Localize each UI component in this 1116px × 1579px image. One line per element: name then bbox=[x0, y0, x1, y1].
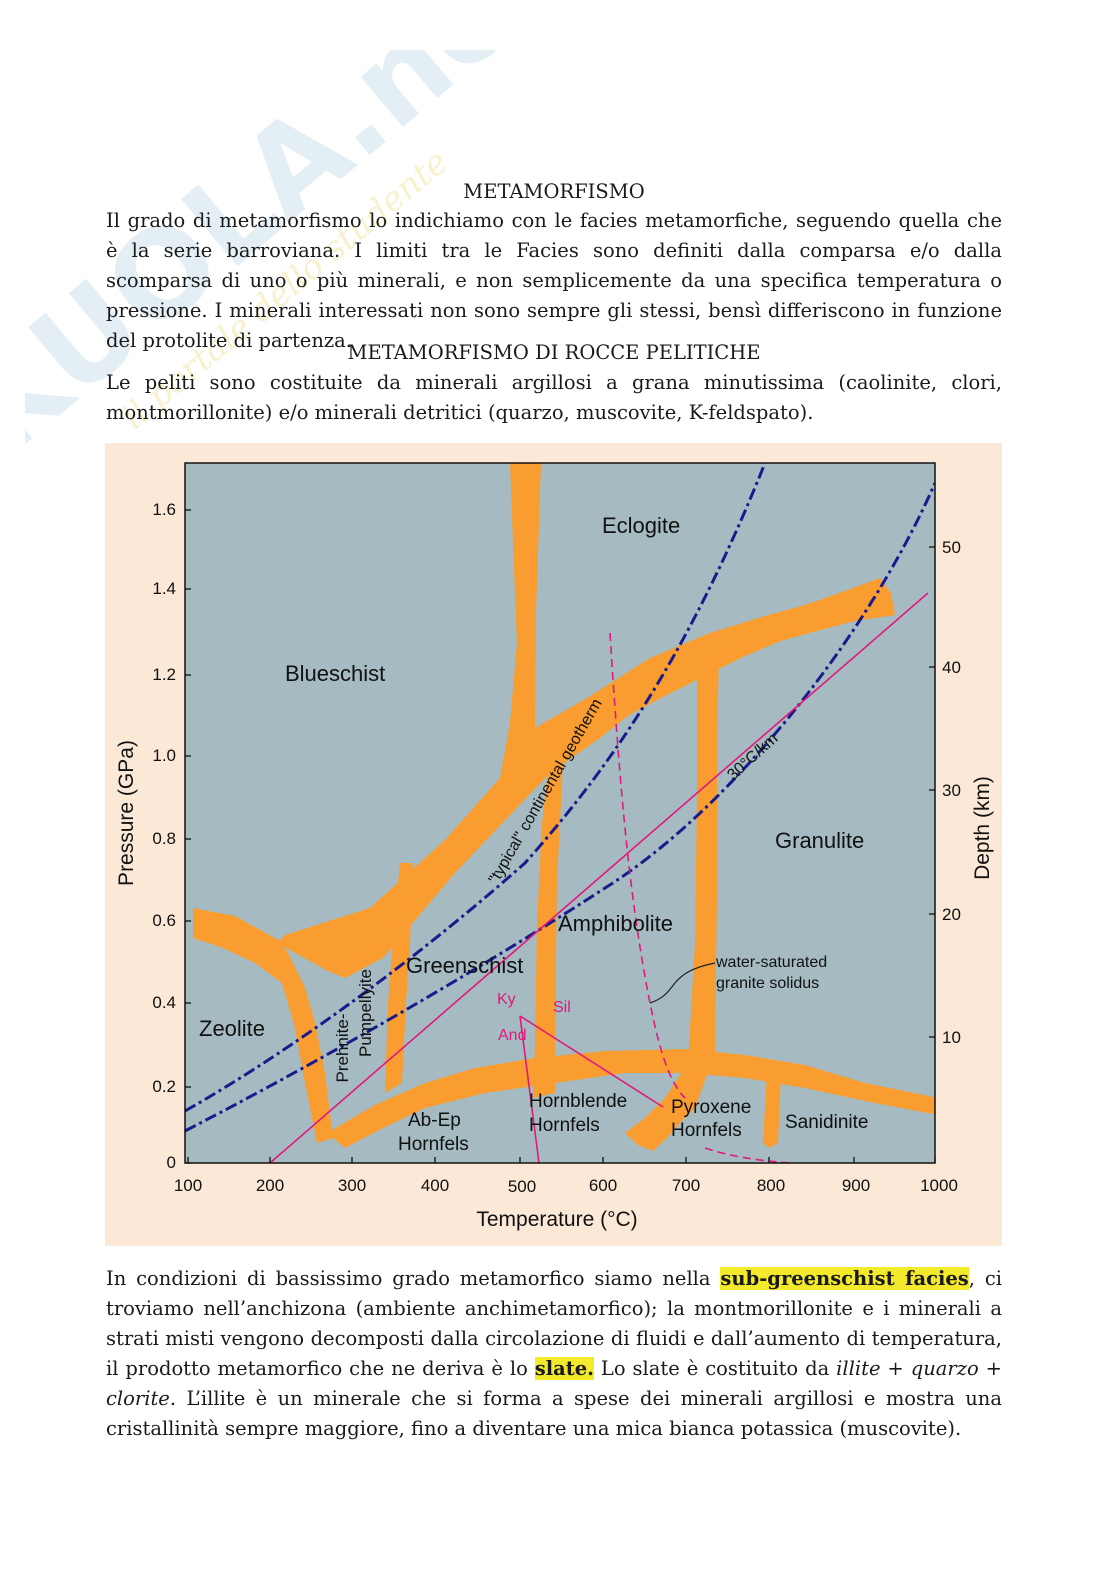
label-zeolite: Zeolite bbox=[199, 1016, 265, 1041]
label-sanidinite: Sanidinite bbox=[785, 1112, 868, 1133]
label-granulite: Granulite bbox=[775, 828, 864, 853]
label-hbl-1: Hornblende bbox=[529, 1091, 627, 1112]
band-greenschist-amphibolite bbox=[533, 723, 565, 1098]
ytick-7: 1.4 bbox=[152, 579, 176, 598]
sil-line bbox=[519, 1015, 664, 1108]
label-and: And bbox=[498, 1027, 526, 1044]
pelites-paragraph: Le peliti sono costituite da minerali ar… bbox=[106, 371, 1002, 424]
ytick-3: 0.6 bbox=[152, 911, 176, 930]
xtick-0: 100 bbox=[174, 1176, 202, 1195]
label-hbl-2: Hornfels bbox=[529, 1115, 600, 1136]
label-amphibolite: Amphibolite bbox=[558, 911, 673, 936]
label-abep-2: Hornfels bbox=[398, 1134, 469, 1155]
ytick-2: 0.4 bbox=[152, 993, 176, 1012]
y2tick-0: 10 bbox=[942, 1028, 961, 1047]
ytick-5: 1.0 bbox=[152, 746, 176, 765]
gradient-30-line bbox=[185, 482, 935, 1133]
solidus-label-1: water-saturated bbox=[715, 954, 827, 971]
xtick-8: 900 bbox=[842, 1176, 870, 1195]
label-ky: Ky bbox=[497, 991, 516, 1008]
xtick-4: 500 bbox=[508, 1177, 536, 1196]
plot-frame bbox=[184, 462, 936, 1164]
facies-diagram: 0 0.2 0.4 0.6 0.8 1.0 1.2 1.4 1.6 10 20 … bbox=[105, 443, 1002, 1246]
p3-text-1: In condizioni di bassissimo grado metamo… bbox=[106, 1267, 721, 1290]
x-tick-marks bbox=[187, 1157, 936, 1163]
label-abep-1: Ab-Ep bbox=[408, 1110, 461, 1131]
p3-text-4: L’illite è un minerale che si forma a sp… bbox=[106, 1387, 1002, 1440]
y2-tick-labels: 10 20 30 40 50 bbox=[942, 538, 961, 1047]
mineral-lines bbox=[269, 592, 929, 1164]
section-subtitle: METAMORFISMO DI ROCCE PELITICHE bbox=[347, 341, 761, 364]
geotherm-lines bbox=[185, 463, 935, 1133]
mineral-labels: Ky Sil And bbox=[497, 991, 571, 1044]
xtick-2: 300 bbox=[338, 1176, 366, 1195]
y2tick-1: 20 bbox=[942, 905, 961, 924]
prehnite-label: Prehnite- Pumpellyite bbox=[333, 969, 375, 1082]
facies-bands bbox=[193, 463, 935, 1151]
y2tick-4: 50 bbox=[942, 538, 961, 557]
label-px-1: Pyroxene bbox=[671, 1097, 751, 1118]
xtick-7: 800 bbox=[757, 1176, 785, 1195]
y-tick-labels: 0 0.2 0.4 0.6 0.8 1.0 1.2 1.4 1.6 bbox=[152, 500, 176, 1172]
solidus-arrow bbox=[649, 962, 716, 1004]
xtick-5: 600 bbox=[589, 1176, 617, 1195]
facies-labels: Eclogite Blueschist Granulite Amphibolit… bbox=[199, 513, 864, 1041]
label-greenschist: Greenschist bbox=[406, 953, 523, 978]
label-prehnite-1: Prehnite- bbox=[333, 1014, 352, 1083]
y2tick-2: 30 bbox=[942, 781, 961, 800]
intro-paragraph: Il grado di metamorfismo lo indichiamo c… bbox=[106, 209, 1002, 352]
solidus-label-2: granite solidus bbox=[716, 975, 819, 992]
xtick-3: 400 bbox=[421, 1176, 449, 1195]
gradient-line bbox=[269, 592, 929, 1164]
ytick-1: 0.2 bbox=[152, 1077, 176, 1096]
xtick-6: 700 bbox=[672, 1176, 700, 1195]
page-title: METAMORFISMO bbox=[463, 180, 645, 203]
x-tick-labels: 100 200 300 400 500 600 700 800 900 1000 bbox=[174, 1176, 958, 1196]
band-amphibolite-granulite bbox=[625, 656, 719, 1151]
slate-composition: illite + quarzo + clorite. bbox=[106, 1357, 1002, 1410]
y2tick-3: 40 bbox=[942, 658, 961, 677]
band-hornfels bbox=[327, 1049, 935, 1148]
continental-geotherm-line bbox=[185, 463, 767, 1113]
body-paragraph: In condizioni di bassissimo grado metamo… bbox=[106, 1264, 1002, 1444]
solidus-line bbox=[609, 632, 686, 1099]
label-eclogite: Eclogite bbox=[602, 513, 680, 538]
band-eclogite-blueschist bbox=[277, 463, 895, 978]
xtick-9: 1000 bbox=[920, 1176, 958, 1195]
label-sil: Sil bbox=[553, 999, 571, 1016]
hornfels-labels: Ab-Ep Hornfels Hornblende Hornfels Pyrox… bbox=[398, 1091, 868, 1155]
label-prehnite-2: Pumpellyite bbox=[356, 969, 375, 1057]
ytick-4: 0.8 bbox=[152, 829, 176, 848]
ytick-0: 0 bbox=[167, 1153, 176, 1172]
band-pyroxene-sanidinite bbox=[763, 1073, 781, 1148]
label-px-2: Hornfels bbox=[671, 1120, 742, 1141]
xtick-1: 200 bbox=[256, 1176, 284, 1195]
slate-term: slate. bbox=[534, 1357, 594, 1380]
p3-text-3: Lo slate è costituito da bbox=[593, 1357, 837, 1380]
x-axis-label: Temperature (°C) bbox=[476, 1208, 637, 1231]
label-blueschist: Blueschist bbox=[285, 661, 385, 686]
band-prehnite-greenschist bbox=[385, 863, 413, 1093]
y-axis-label: Pressure (GPa) bbox=[115, 740, 138, 886]
y2-tick-marks bbox=[929, 546, 935, 1038]
p3-text-2: , ci troviamo nell’anchizona (ambiente a… bbox=[106, 1267, 1003, 1380]
ytick-8: 1.6 bbox=[152, 500, 176, 519]
y2-axis-label: Depth (km) bbox=[971, 776, 994, 880]
and-line bbox=[519, 1015, 540, 1164]
ytick-6: 1.2 bbox=[152, 665, 176, 684]
sub-greenschist-term: sub-greenschist facies bbox=[720, 1267, 969, 1290]
